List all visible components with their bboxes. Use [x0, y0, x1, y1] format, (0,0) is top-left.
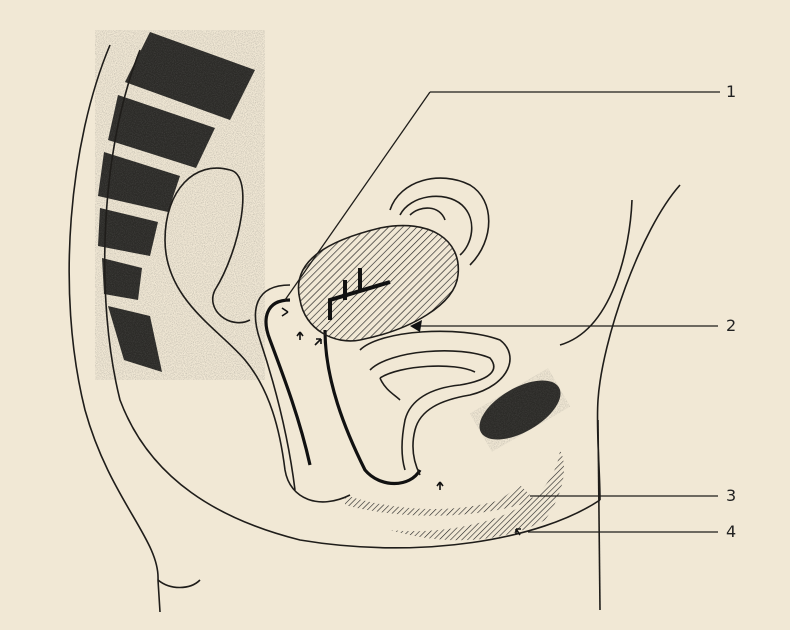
- vertebrae: [95, 30, 265, 380]
- uterus: [298, 226, 458, 341]
- label-1: 1: [726, 82, 736, 101]
- label-2: 2: [726, 316, 736, 335]
- label-3: 3: [726, 486, 736, 505]
- pubic-bone: [470, 368, 570, 451]
- stipple-texture: [95, 30, 265, 380]
- bladder: [360, 331, 510, 475]
- label-4: 4: [726, 522, 736, 541]
